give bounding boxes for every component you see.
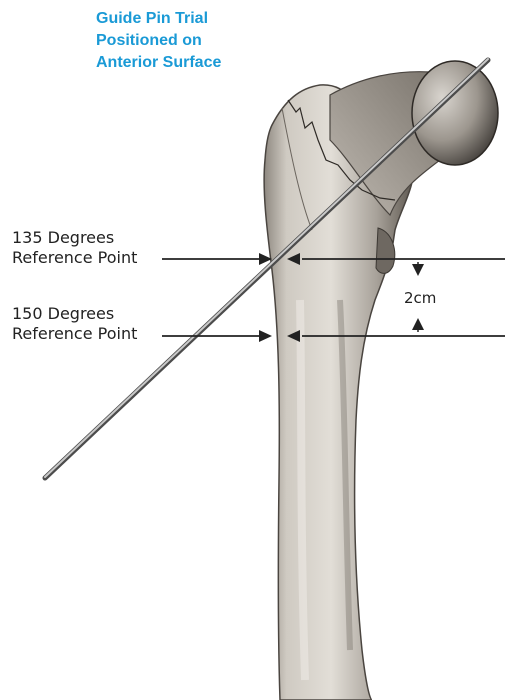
- label-150-line-1: 150 Degrees: [12, 304, 137, 324]
- label-135-line-1: 135 Degrees: [12, 228, 137, 248]
- label-135-degrees: 135 Degrees Reference Point: [12, 228, 137, 268]
- label-135-line-2: Reference Point: [12, 248, 137, 268]
- label-150-line-2: Reference Point: [12, 324, 137, 344]
- figure-title: Guide Pin Trial Positioned on Anterior S…: [96, 8, 316, 74]
- title-line-2: Positioned on: [96, 30, 316, 52]
- title-line-3: Anterior Surface: [96, 52, 316, 74]
- shaft-highlight: [300, 300, 305, 680]
- title-line-1: Guide Pin Trial: [96, 8, 316, 30]
- distance-label: 2cm: [404, 289, 436, 307]
- label-150-degrees: 150 Degrees Reference Point: [12, 304, 137, 344]
- femoral-head: [412, 61, 498, 165]
